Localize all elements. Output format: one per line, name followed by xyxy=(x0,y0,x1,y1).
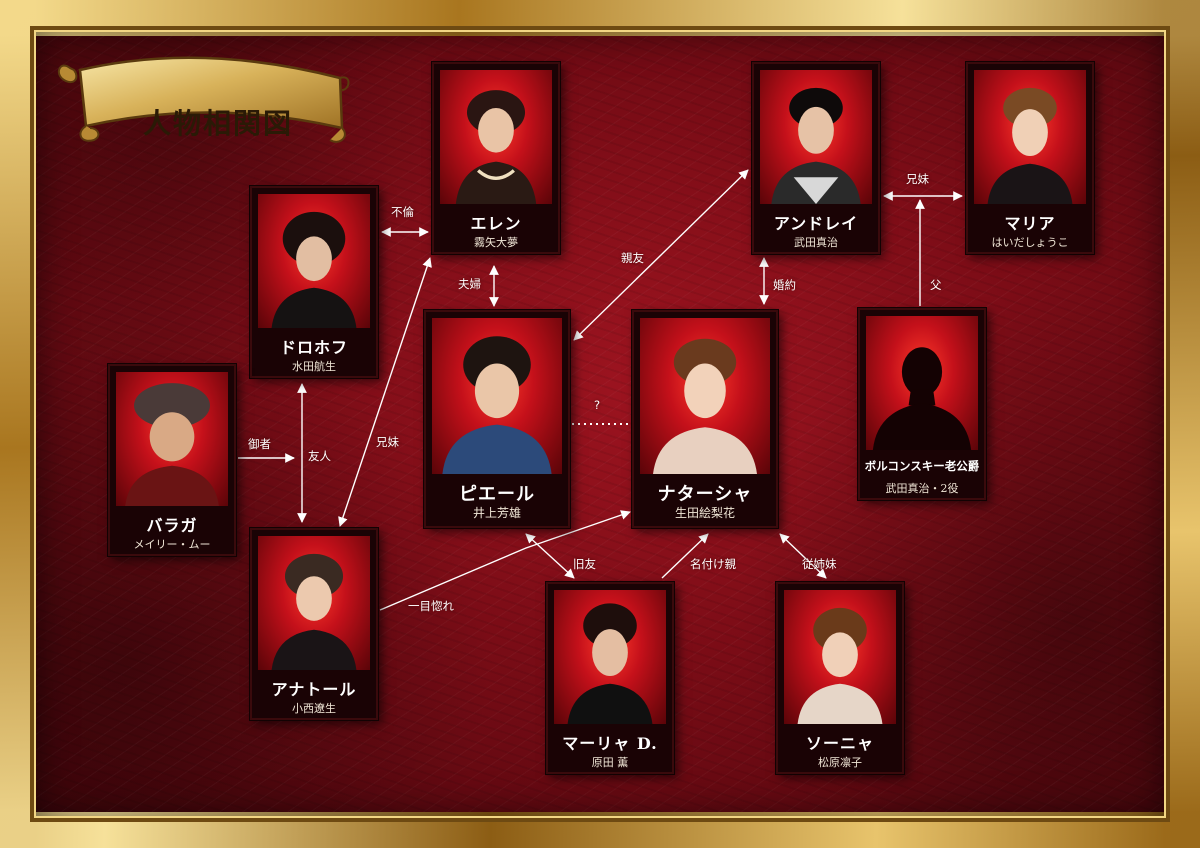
portrait xyxy=(866,316,978,450)
portrait xyxy=(760,70,872,204)
portrait xyxy=(974,70,1086,204)
relation-label: 従姉妹 xyxy=(802,557,837,571)
character-role: ボルコンスキー老公爵 xyxy=(864,459,980,473)
portrait xyxy=(784,590,896,724)
portrait xyxy=(554,590,666,724)
portrait-silhouette-icon xyxy=(442,336,552,474)
character-role: マリア xyxy=(1004,214,1056,233)
character-card-elen[interactable]: エレン 霧矢大夢 xyxy=(432,62,560,254)
character-role: ピエール xyxy=(459,484,535,505)
character-role: アナトール xyxy=(271,680,357,699)
character-role: エレン xyxy=(470,214,522,233)
character-card-bolkonsky[interactable]: ボルコンスキー老公爵 武田真治・2役 xyxy=(858,308,986,500)
actor-name: 井上芳雄 xyxy=(472,506,521,520)
relation-label: 親友 xyxy=(621,251,644,265)
character-card-dolokhov[interactable]: ドロホフ 水田航生 xyxy=(250,186,378,378)
portrait-silhouette-icon xyxy=(455,90,537,204)
ribbon-scroll-icon xyxy=(57,56,350,143)
relation-label: ? xyxy=(594,398,601,412)
portrait xyxy=(640,318,770,474)
relation-label: 婚約 xyxy=(773,278,796,292)
relation-label: 夫婦 xyxy=(458,277,481,291)
relation-label: 旧友 xyxy=(573,557,596,571)
relation-label: 友人 xyxy=(308,449,331,463)
actor-name: はいだしょうこ xyxy=(991,236,1069,249)
character-card-andrey[interactable]: アンドレイ 武田真治 xyxy=(752,62,880,254)
character-card-sonya[interactable]: ソーニャ 松原凛子 xyxy=(776,582,904,774)
character-card-natasha[interactable]: ナターシャ 生田絵梨花 xyxy=(632,310,778,528)
portrait-silhouette-icon xyxy=(987,87,1073,204)
actor-name: 小西遼生 xyxy=(292,702,336,715)
character-role: ドロホフ xyxy=(279,338,348,357)
page-title: 人物相関図 xyxy=(142,107,293,140)
actor-name: 霧矢大夢 xyxy=(474,236,518,249)
actor-name: 水田航生 xyxy=(292,360,336,373)
portrait xyxy=(258,194,370,328)
character-role: ナターシャ xyxy=(657,484,753,505)
portrait-silhouette-icon xyxy=(271,553,357,670)
actor-name: 武田真治 xyxy=(794,236,838,249)
relation-label: 兄妹 xyxy=(376,435,399,449)
relation-label: 父 xyxy=(930,278,942,292)
portrait-silhouette-icon xyxy=(797,607,883,724)
portrait xyxy=(258,536,370,670)
relation-label: 一目惚れ xyxy=(408,599,454,613)
actor-name: 松原凛子 xyxy=(818,756,862,769)
character-role: ソーニャ xyxy=(805,734,874,753)
character-card-maria[interactable]: マリア はいだしょうこ xyxy=(966,62,1094,254)
portrait-silhouette-icon xyxy=(653,338,757,474)
character-card-pierre[interactable]: ピエール 井上芳雄 xyxy=(424,310,570,528)
portrait xyxy=(440,70,552,204)
relation-label: 御者 xyxy=(248,437,271,451)
portrait-silhouette-icon xyxy=(271,211,357,328)
portrait xyxy=(116,372,228,506)
actor-name: 武田真治・2役 xyxy=(885,482,959,495)
character-role: アンドレイ xyxy=(773,214,859,233)
silhouette-icon xyxy=(872,347,972,450)
portrait-silhouette-icon xyxy=(567,603,653,724)
character-role: バラガ xyxy=(146,516,198,535)
actor-name: メイリー・ムー xyxy=(133,538,211,551)
relation-label: 不倫 xyxy=(391,205,414,219)
relation-label: 兄妹 xyxy=(906,172,929,186)
portrait-silhouette-icon xyxy=(771,87,861,204)
character-card-balaga[interactable]: バラガ メイリー・ムー xyxy=(108,364,236,556)
character-card-anatole[interactable]: アナトール 小西遼生 xyxy=(250,528,378,720)
portrait-silhouette-icon xyxy=(125,383,219,506)
actor-name: 原田 薫 xyxy=(591,756,629,769)
portrait xyxy=(432,318,562,474)
relation-label: 名付け親 xyxy=(690,557,736,571)
character-card-mariad[interactable]: マーリャ D. 原田 薫 xyxy=(546,582,674,774)
actor-name: 生田絵梨花 xyxy=(674,506,735,520)
character-role: マーリャ D. xyxy=(562,734,658,753)
